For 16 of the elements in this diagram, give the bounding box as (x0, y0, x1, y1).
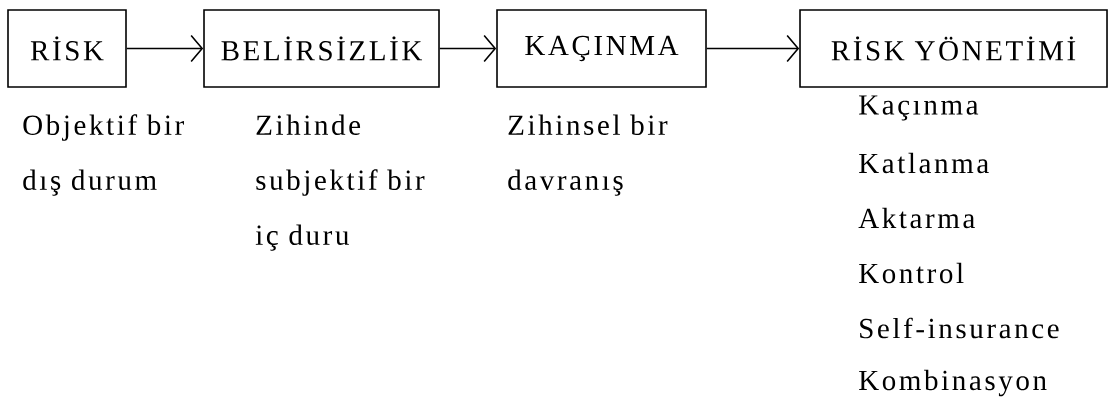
list-item: Self-insurance (860, 317, 1059, 339)
arrow (439, 34, 497, 63)
caption-text: Zihinsel bir davranış (508, 114, 668, 196)
arrow (126, 34, 204, 63)
process-box: RİSK YÖNETİMİ (799, 9, 1108, 88)
process-box: KAÇINMA (496, 9, 707, 88)
list-item: Katlanma (859, 152, 989, 174)
list-item: Aktarma (858, 207, 975, 229)
process-box: RİSK (7, 9, 127, 88)
list-item: Kombinasyon (859, 369, 1047, 397)
list-item: Kaçınma (859, 95, 979, 121)
process-box: BELİRSİZLİK (203, 9, 440, 88)
caption-text: Objektif bir dış durum (23, 114, 184, 196)
arrow (706, 34, 800, 63)
list-item: Kontrol (859, 262, 964, 284)
caption-text: Zihinde subjektif bir iç duru (255, 114, 425, 251)
